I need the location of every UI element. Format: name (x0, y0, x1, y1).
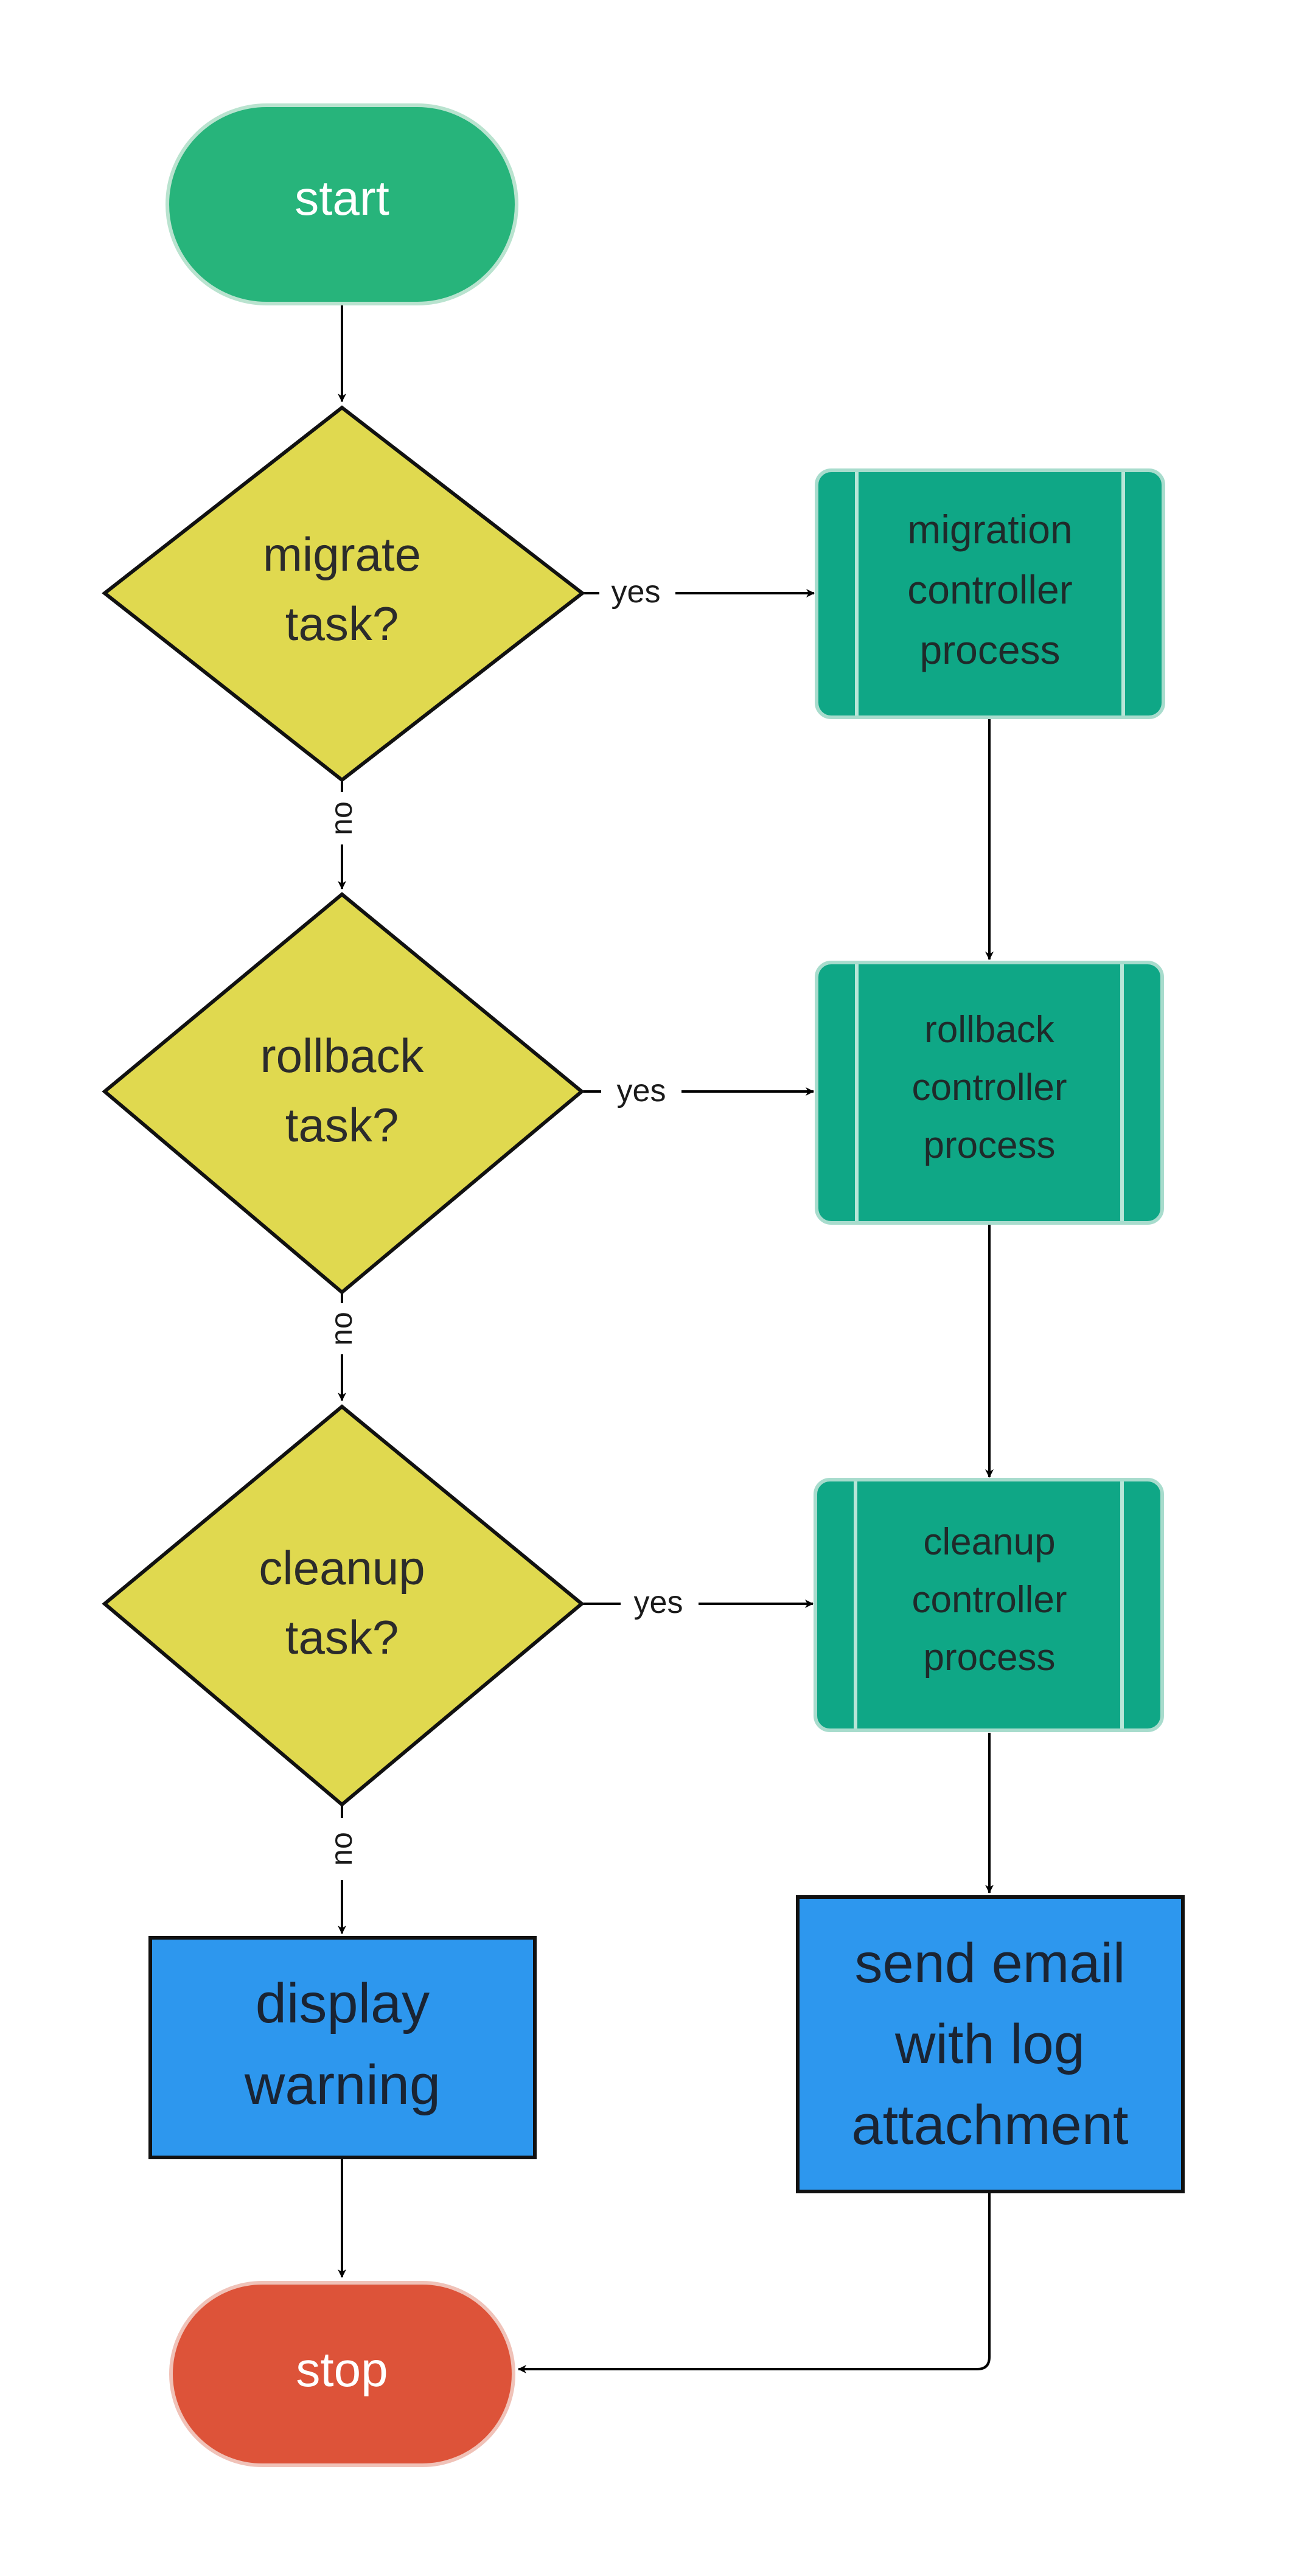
rollback-process-shape (815, 961, 1164, 1225)
migrate-decision: migrate task? (102, 405, 585, 782)
send-email-label-line2: with log (894, 2013, 1085, 2075)
display-warning-label-line1: display (256, 1972, 430, 2035)
cleanup-decision-label-line1: cleanup (259, 1541, 425, 1595)
display-warning-shape (148, 1936, 537, 2159)
start-terminal-shape (166, 103, 518, 305)
edge-label-rollback-yes: yes (617, 1073, 666, 1109)
start-terminal: start (166, 103, 518, 305)
edge-email-to-stop (518, 2191, 991, 2373)
edge-label-rollback-no: no (324, 1312, 358, 1346)
display-warning-label-line2: warning (244, 2054, 441, 2116)
edge-label-migrate-no: no (324, 801, 358, 835)
stop-terminal: stop (169, 2281, 515, 2467)
rollback-process-label-line1: rollback (924, 1009, 1055, 1051)
edge-label-cleanup-no: no (324, 1832, 358, 1866)
rollback-decision: rollback task? (102, 892, 585, 1295)
cleanup-decision-label-line2: task? (285, 1610, 399, 1664)
cleanup-process-label-line2: controller (912, 1579, 1067, 1621)
rollback-decision-label-line1: rollback (260, 1029, 425, 1082)
cleanup-controller-process: cleanup controller process (814, 1478, 1164, 1732)
migrate-decision-label-line2: task? (285, 597, 399, 650)
rollback-decision-label-line2: task? (285, 1098, 399, 1152)
edge-label-cleanup-yes: yes (634, 1585, 683, 1620)
start-terminal-label: start (294, 171, 389, 225)
stop-terminal-shape (169, 2281, 515, 2467)
cleanup-decision: cleanup task? (102, 1404, 585, 1807)
rollback-controller-process: rollback controller process (815, 961, 1164, 1225)
migration-process-label-line2: controller (907, 567, 1072, 612)
send-email-label-line1: send email (855, 1932, 1126, 1994)
migration-process-label-line3: process (919, 627, 1060, 672)
send-email-shape (796, 1895, 1185, 2193)
rollback-process-label-line3: process (923, 1124, 1055, 1166)
rollback-decision-shape (102, 892, 585, 1295)
cleanup-decision-shape (102, 1404, 585, 1807)
migration-process-label-line1: migration (907, 507, 1072, 552)
stop-terminal-label: stop (296, 2342, 388, 2397)
cleanup-process-label-line3: process (923, 1637, 1055, 1679)
edge-label-migrate-yes: yes (612, 574, 661, 610)
migrate-decision-label-line1: migrate (263, 527, 421, 581)
rollback-process-label-line2: controller (912, 1067, 1067, 1109)
display-warning-process: display warning (148, 1936, 537, 2159)
send-email-process: send email with log attachment (796, 1895, 1185, 2193)
connectors (338, 304, 994, 2373)
send-email-label-line3: attachment (851, 2094, 1128, 2156)
migration-process-shape (815, 468, 1165, 719)
cleanup-process-shape (814, 1478, 1164, 1732)
migration-controller-process: migration controller process (815, 468, 1165, 719)
cleanup-process-label-line1: cleanup (923, 1521, 1055, 1563)
edge-labels: yes yes yes no no no (324, 574, 683, 1866)
migrate-decision-shape (102, 405, 585, 782)
